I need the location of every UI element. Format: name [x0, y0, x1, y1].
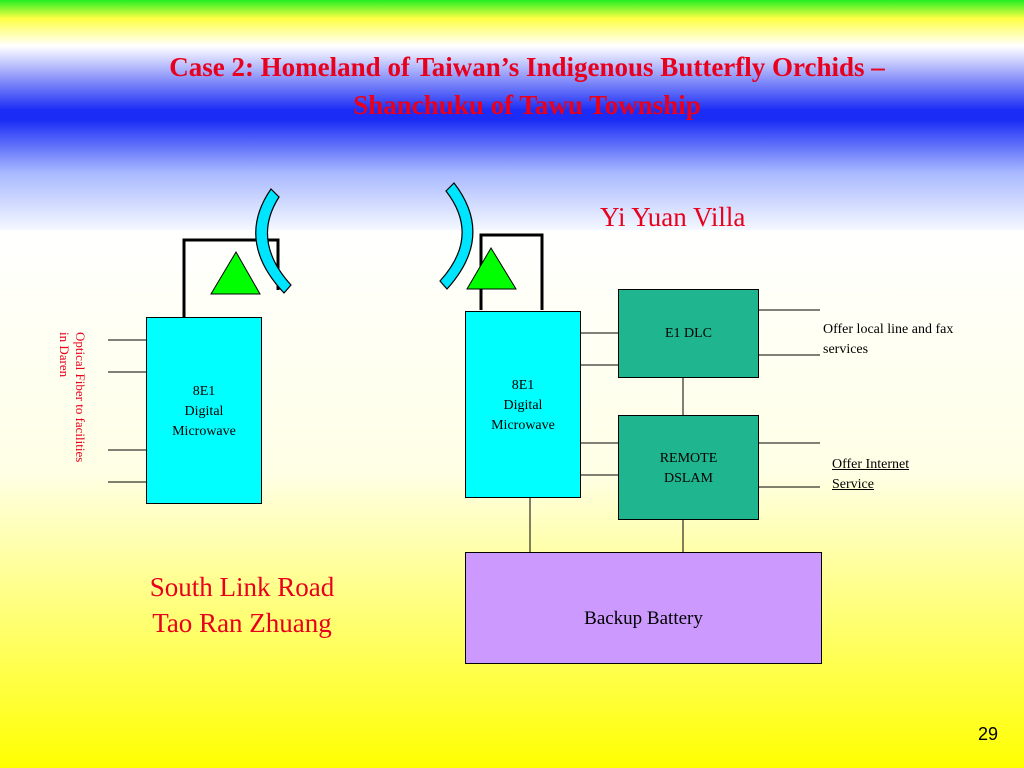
south-link-road-line-1: South Link Road [149, 572, 335, 602]
microwave-to-dslam-lines [580, 442, 619, 476]
yi-yuan-villa-label: Yi Yuan Villa [600, 202, 746, 232]
internet-service-line-2: Service [832, 477, 874, 492]
microwave-to-dlc-lines [580, 332, 619, 366]
internet-service-note: Offer Internet Service [832, 455, 909, 495]
right-microwave-line-3: Microwave [491, 418, 555, 433]
left-microwave-line-2: Digital [184, 404, 224, 419]
remote-dslam-box: REMOTE DSLAM [618, 415, 759, 520]
right-dish-icon [439, 182, 474, 290]
page-number: 29 [977, 724, 998, 744]
right-antenna-icon [466, 247, 517, 290]
e1-dlc-label: E1 DLC [664, 326, 713, 341]
south-link-road-label: South Link Road Tao Ran Zhuang [124, 569, 360, 641]
e1-dlc-box: E1 DLC [618, 289, 759, 378]
optical-fiber-label: Optical Fiber to facilities in Daren [56, 332, 88, 512]
dslam-output-lines [758, 442, 820, 488]
backup-battery-box: Backup Battery [465, 552, 822, 664]
left-dish-icon [255, 188, 292, 294]
voice-service-note: Offer local line and fax services [823, 320, 953, 360]
voice-service-line-2: services [823, 342, 869, 357]
optical-fiber-line-1: Optical Fiber to facilities [73, 332, 88, 463]
dlc-output-lines [758, 309, 820, 356]
left-microwave-box: 8E1 Digital Microwave [146, 317, 262, 504]
title-line-2: Shanchuku of Tawu Township [353, 90, 701, 120]
internet-service-line-1: Offer Internet [832, 457, 910, 472]
left-microwave-line-1: 8E1 [192, 384, 216, 399]
left-microwave-line-3: Microwave [172, 424, 236, 439]
slide-title: Case 2: Homeland of Taiwan’s Indigenous … [40, 48, 1014, 124]
south-link-road-line-2: Tao Ran Zhuang [152, 608, 332, 638]
remote-dslam-line-2: DSLAM [663, 471, 713, 486]
title-line-1: Case 2: Homeland of Taiwan’s Indigenous … [169, 52, 885, 82]
remote-dslam-line-1: REMOTE [659, 451, 718, 466]
left-antenna-mast [182, 238, 280, 317]
backup-battery-label: Backup Battery [584, 608, 703, 629]
left-fiber-lines [108, 339, 147, 483]
right-microwave-line-1: 8E1 [511, 378, 535, 393]
voice-service-line-1: Offer local line and fax [823, 322, 954, 337]
left-antenna-icon [210, 251, 261, 295]
optical-fiber-line-2: in Daren [57, 332, 72, 378]
right-microwave-line-2: Digital [503, 398, 543, 413]
right-microwave-box: 8E1 Digital Microwave [465, 311, 581, 498]
